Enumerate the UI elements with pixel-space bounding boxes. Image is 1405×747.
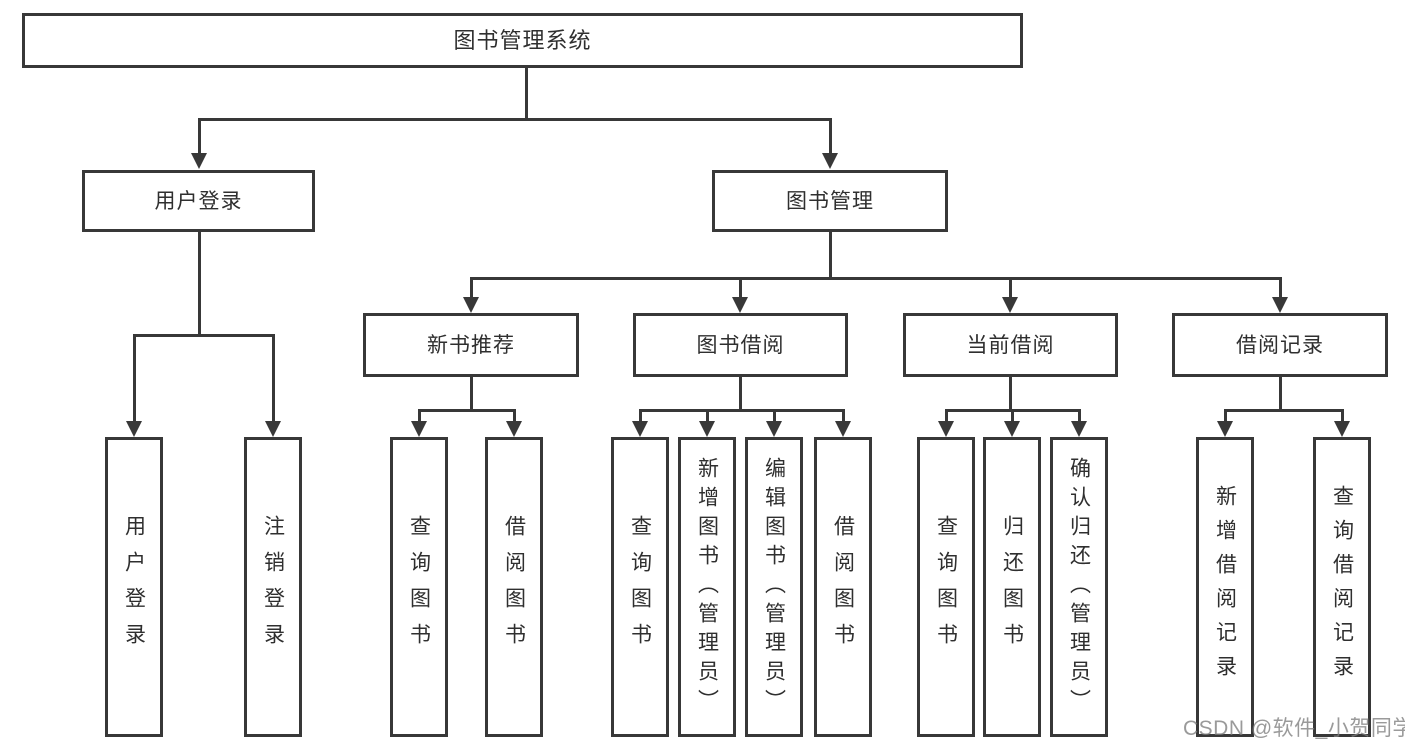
leaf-edit-book-admin: 编辑图书（管理员） [745, 437, 803, 737]
edge-borrow-records-split [1224, 409, 1344, 412]
node-root-label: 图书管理系统 [453, 27, 592, 53]
leaf-edit-book-admin-label: 编辑图书（管理员） [762, 456, 786, 718]
leaf-logout-login: 注销登录 [244, 437, 302, 737]
node-new-book-recommend: 新书推荐 [363, 313, 579, 377]
leaf-confirm-return-admin-label: 确认归还（管理员） [1067, 456, 1091, 718]
edge-to-book-borrow [739, 277, 742, 299]
node-borrow-records-label: 借阅记录 [1236, 333, 1324, 357]
arrowhead-icon [126, 421, 142, 437]
leaf-borrow-book-recommend-label: 借阅图书 [502, 515, 526, 659]
edge-to-query-book-2 [639, 409, 642, 423]
leaf-user-login: 用户登录 [105, 437, 163, 737]
arrowhead-icon [265, 421, 281, 437]
arrowhead-icon [1002, 297, 1018, 313]
edge-to-query-book-3 [945, 409, 948, 423]
leaf-borrow-book-borrow-label: 借阅图书 [831, 515, 855, 659]
arrowhead-icon [411, 421, 427, 437]
edge-borrow-records-stem [1279, 377, 1282, 411]
edge-root-stem [525, 68, 528, 120]
leaf-add-borrow-record-label: 新增借阅记录 [1213, 485, 1237, 689]
edge-book-mgmt-split [470, 277, 1282, 280]
edge-to-add-book [706, 409, 709, 423]
edge-to-borrow-book-1 [513, 409, 516, 423]
leaf-query-book-borrow-label: 查询图书 [628, 515, 652, 659]
leaf-return-book-label: 归还图书 [1000, 515, 1024, 659]
edge-book-borrow-split [639, 409, 845, 412]
arrowhead-icon [191, 153, 207, 169]
edge-user-login-split [133, 334, 275, 337]
edge-root-split [198, 118, 832, 121]
node-book-borrow: 图书借阅 [633, 313, 848, 377]
arrowhead-icon [835, 421, 851, 437]
arrowhead-icon [699, 421, 715, 437]
edge-to-borrow-book-2 [842, 409, 845, 423]
leaf-add-borrow-record: 新增借阅记录 [1196, 437, 1254, 737]
edge-recommend-split [418, 409, 516, 412]
edge-to-current-borrow [1009, 277, 1012, 299]
edge-current-borrow-stem [1009, 377, 1012, 411]
edge-to-query-book-1 [418, 409, 421, 423]
edge-to-borrow-records [1279, 277, 1282, 299]
node-book-mgmt: 图书管理 [712, 170, 948, 232]
edge-to-return-book [1011, 409, 1014, 423]
node-user-login-label: 用户登录 [154, 189, 243, 213]
edge-to-new-book-recommend [470, 277, 473, 299]
edge-to-book-mgmt [829, 118, 832, 155]
leaf-query-borrow-record-label: 查询借阅记录 [1330, 485, 1354, 689]
edge-to-query-record [1341, 409, 1344, 423]
node-current-borrow: 当前借阅 [903, 313, 1118, 377]
leaf-logout-login-label: 注销登录 [261, 515, 285, 659]
csdn-watermark: CSDN @软件_小贺同学 [1183, 717, 1405, 740]
edge-book-mgmt-stem [829, 232, 832, 280]
leaf-borrow-book-recommend: 借阅图书 [485, 437, 543, 737]
arrowhead-icon [766, 421, 782, 437]
arrowhead-icon [1071, 421, 1087, 437]
leaf-borrow-book-borrow: 借阅图书 [814, 437, 872, 737]
arrowhead-icon [463, 297, 479, 313]
node-current-borrow-label: 当前借阅 [966, 333, 1055, 357]
node-book-borrow-label: 图书借阅 [696, 333, 785, 357]
arrowhead-icon [1272, 297, 1288, 313]
arrowhead-icon [1217, 421, 1233, 437]
arrowhead-icon [732, 297, 748, 313]
edge-to-user-login [198, 118, 201, 155]
arrowhead-icon [938, 421, 954, 437]
node-book-mgmt-label: 图书管理 [786, 189, 874, 213]
edge-to-add-record [1224, 409, 1227, 423]
edge-to-leaf-logout [272, 334, 275, 423]
node-borrow-records: 借阅记录 [1172, 313, 1388, 377]
leaf-query-book-recommend: 查询图书 [390, 437, 448, 737]
leaf-return-book: 归还图书 [983, 437, 1041, 737]
edge-to-leaf-user-login [133, 334, 136, 423]
arrowhead-icon [506, 421, 522, 437]
leaf-query-book-recommend-label: 查询图书 [407, 515, 431, 659]
edge-to-confirm-return [1078, 409, 1081, 423]
arrowhead-icon [632, 421, 648, 437]
arrowhead-icon [1334, 421, 1350, 437]
leaf-user-login-label: 用户登录 [122, 515, 146, 659]
leaf-add-book-admin: 新增图书（管理员） [678, 437, 736, 737]
edge-recommend-stem [470, 377, 473, 411]
leaf-query-book-borrow: 查询图书 [611, 437, 669, 737]
leaf-query-book-current-label: 查询图书 [934, 515, 958, 659]
edge-book-borrow-stem [739, 377, 742, 411]
arrowhead-icon [1004, 421, 1020, 437]
leaf-add-book-admin-label: 新增图书（管理员） [695, 456, 719, 718]
node-root: 图书管理系统 [22, 13, 1023, 68]
node-new-book-recommend-label: 新书推荐 [427, 333, 515, 357]
edge-user-login-stem [198, 232, 201, 336]
leaf-query-borrow-record: 查询借阅记录 [1313, 437, 1371, 737]
node-user-login: 用户登录 [82, 170, 315, 232]
leaf-confirm-return-admin: 确认归还（管理员） [1050, 437, 1108, 737]
leaf-query-book-current: 查询图书 [917, 437, 975, 737]
edge-to-edit-book [773, 409, 776, 423]
arrowhead-icon [822, 153, 838, 169]
